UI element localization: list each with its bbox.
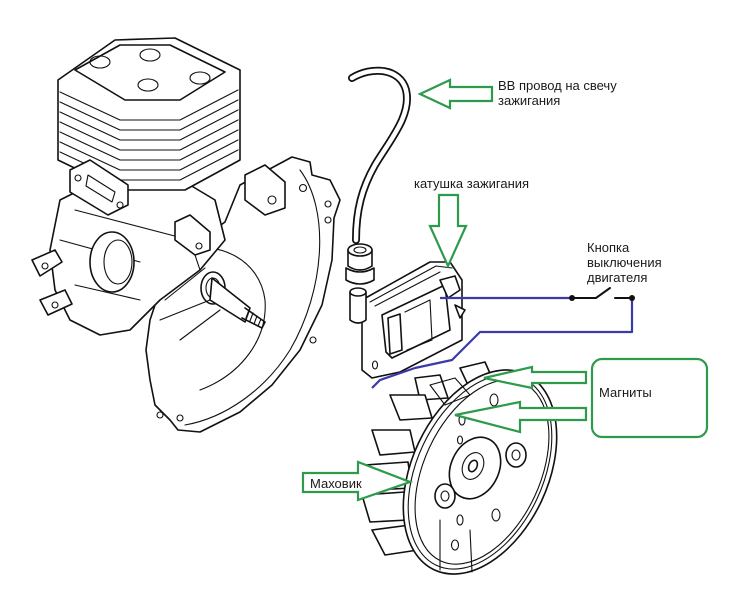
ht-lead bbox=[348, 66, 411, 244]
magnets-box bbox=[590, 357, 709, 439]
ignition-coil bbox=[349, 261, 466, 379]
label-ht-lead-line1: ВВ провод на свечу bbox=[498, 78, 617, 93]
label-kill-switch-line3: двигателя bbox=[587, 270, 648, 285]
cooling-fins bbox=[59, 89, 239, 181]
kill-switch[interactable] bbox=[569, 287, 635, 301]
engine-assembly bbox=[31, 37, 341, 433]
arrow-magnet-1 bbox=[483, 365, 588, 390]
arrow-ht-lead bbox=[417, 78, 494, 110]
wire-return bbox=[371, 298, 634, 389]
label-kill-switch: Кнопка выключения двигателя bbox=[587, 240, 662, 285]
label-ht-lead-line2: зажигания bbox=[498, 93, 561, 108]
spark-plug-boot bbox=[345, 243, 375, 285]
arrow-magnet-2 bbox=[454, 400, 588, 434]
label-ht-lead: ВВ провод на свечу зажигания bbox=[498, 78, 617, 108]
label-kill-switch-line2: выключения bbox=[587, 255, 662, 270]
label-flywheel: Маховик bbox=[310, 476, 362, 491]
arrow-ignition-coil bbox=[428, 193, 468, 269]
kill-switch-circuit bbox=[371, 287, 635, 389]
annotation-arrows bbox=[301, 78, 709, 502]
label-kill-switch-line1: Кнопка bbox=[587, 240, 630, 255]
label-magnets: Магниты bbox=[599, 385, 652, 400]
label-ignition-coil: катушка зажигания bbox=[414, 176, 530, 191]
arrow-flywheel bbox=[301, 460, 414, 502]
